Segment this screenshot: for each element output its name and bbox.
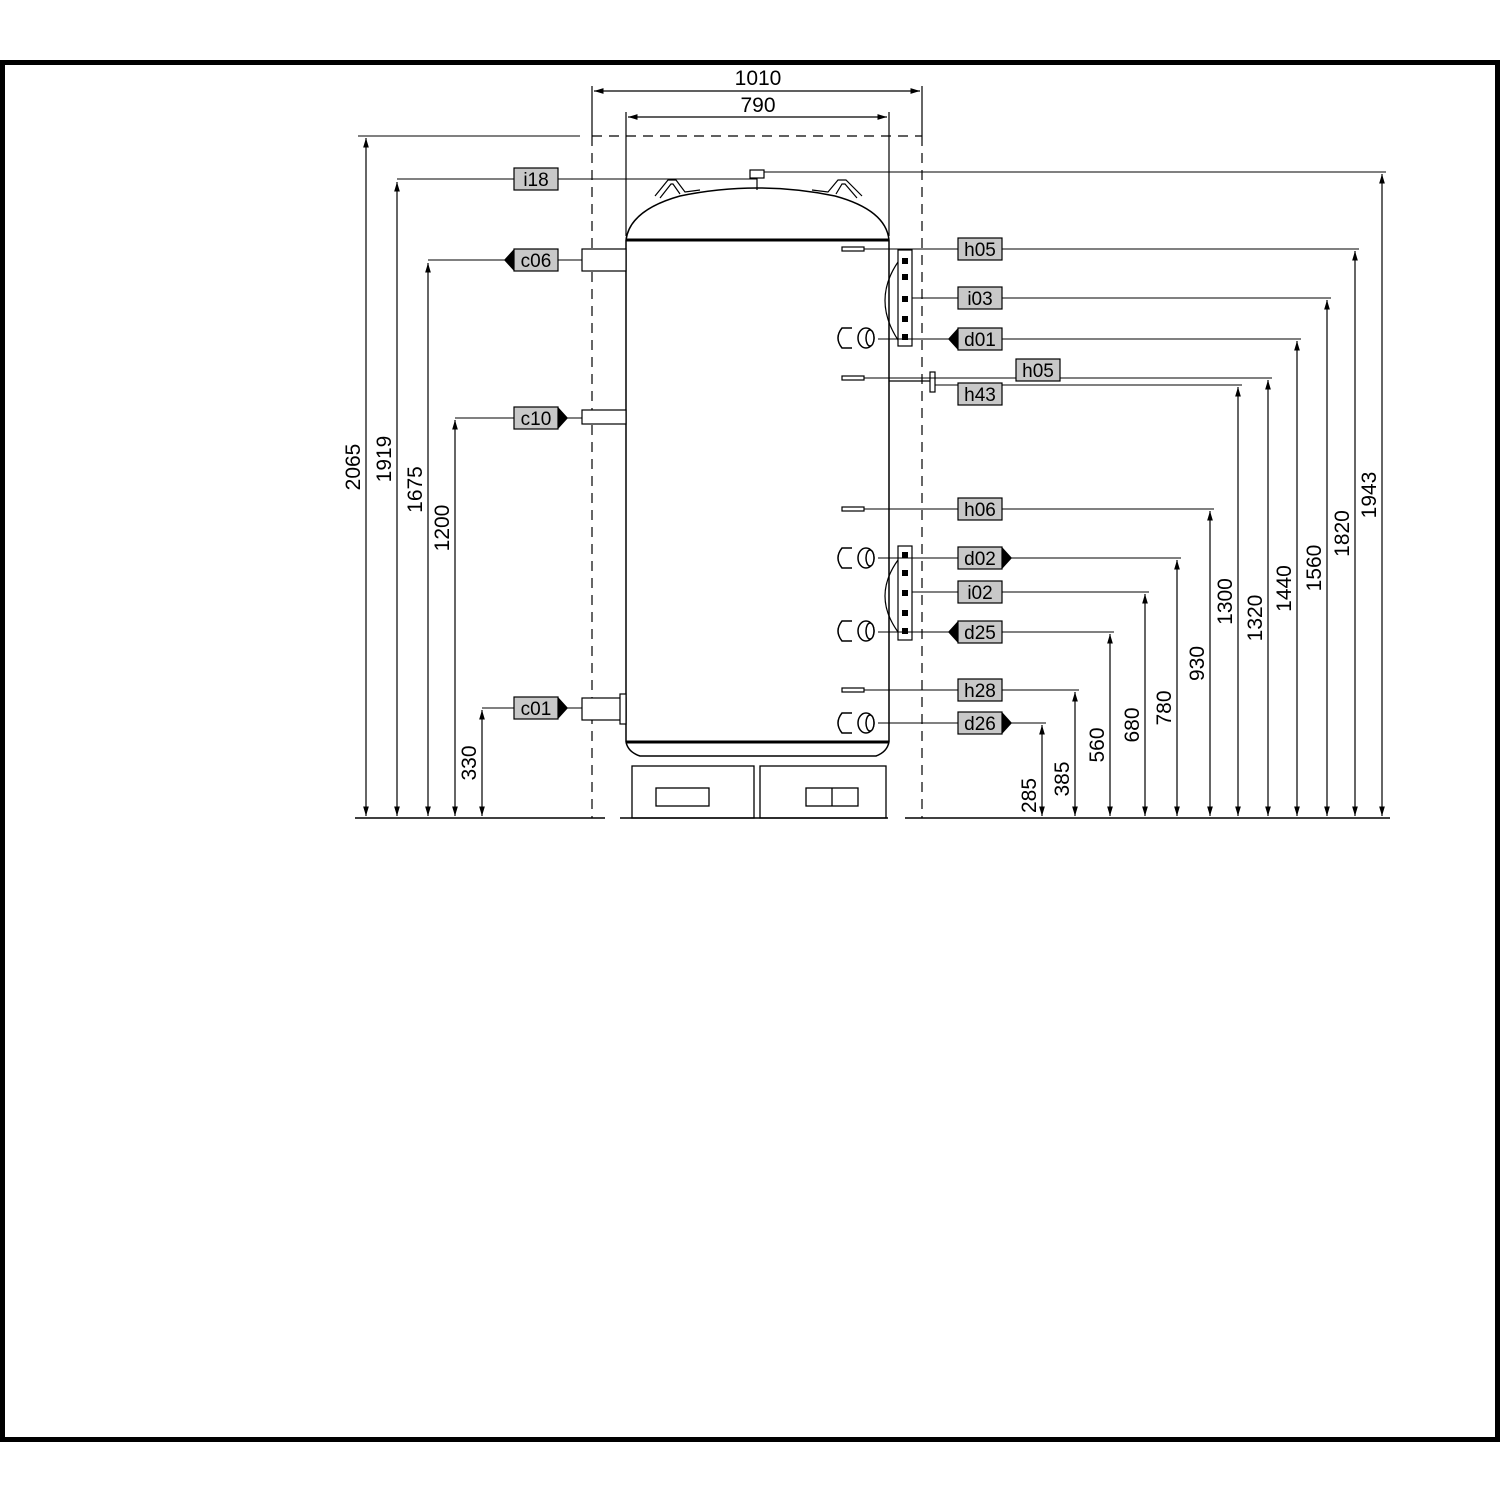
right-tag-label: d01 xyxy=(964,330,996,351)
lifting-lugs xyxy=(654,179,863,199)
right-height-dim: 1300 xyxy=(1214,387,1241,816)
drawing-frame xyxy=(0,60,1500,1442)
right-height-dim: 680 xyxy=(1121,594,1148,816)
exchanger-ports xyxy=(837,327,875,734)
right-height-dim: 1320 xyxy=(1244,380,1271,816)
left-tag-c01: c01 xyxy=(482,696,582,720)
right-height-value: 930 xyxy=(1186,646,1209,681)
left-tag-label: c06 xyxy=(521,251,552,272)
right-height-value: 385 xyxy=(1051,761,1074,796)
right-height-value: 680 xyxy=(1121,707,1144,742)
right-tag-label: h05 xyxy=(1022,361,1054,382)
right-tag-label: h28 xyxy=(964,681,996,702)
right-tag-label: d02 xyxy=(964,549,996,570)
outer-width-value: 1010 xyxy=(735,67,782,90)
left-height-dim: 330 xyxy=(458,710,485,816)
right-tag-label: d26 xyxy=(964,714,996,735)
left-height-value: 1675 xyxy=(404,466,427,513)
width-dimensions xyxy=(591,86,923,236)
left-height-dim: 1200 xyxy=(431,420,458,816)
right-height-dim: 1560 xyxy=(1303,300,1330,816)
right-height-dim: 780 xyxy=(1153,560,1180,816)
right-height-value: 1560 xyxy=(1303,545,1326,592)
left-height-dim: 2065 xyxy=(342,138,369,816)
right-tag-d02: d02 xyxy=(878,546,1181,570)
right-tag-d01: d01 xyxy=(878,327,1301,351)
left-tag-label: i18 xyxy=(523,170,548,191)
right-height-value: 285 xyxy=(1018,778,1041,813)
right-tag-h28: h28 xyxy=(864,678,1079,702)
left-nozzles xyxy=(581,248,627,725)
right-height-value: 1320 xyxy=(1244,595,1267,642)
left-tag-c06: c06 xyxy=(428,248,582,272)
flange-bolts xyxy=(902,258,908,634)
right-tag-label: i02 xyxy=(967,583,992,604)
right-height-value: 1943 xyxy=(1358,472,1381,519)
right-height-value: 1820 xyxy=(1331,510,1354,557)
right-tag-d25: d25 xyxy=(878,620,1114,644)
left-height-value: 1200 xyxy=(431,505,454,552)
left-tag-i18: i18 xyxy=(397,167,757,191)
tank-feet xyxy=(631,765,887,819)
right-height-value: 1300 xyxy=(1214,578,1237,625)
right-height-value: 1440 xyxy=(1273,565,1296,612)
right-tag-h06: h06 xyxy=(864,497,1214,521)
right-tag-label: d25 xyxy=(964,623,996,644)
right-height-dim: 1943 xyxy=(1358,174,1385,816)
left-tag-label: c10 xyxy=(521,409,552,430)
top-fitting-i18 xyxy=(749,169,765,190)
right-height-dim: 1440 xyxy=(1273,341,1300,816)
left-tag-c10: c10 xyxy=(455,406,582,430)
right-height-dim: 385 xyxy=(1051,692,1078,816)
left-height-value: 1919 xyxy=(373,436,396,483)
right-tag-label: h05 xyxy=(964,240,996,261)
left-height-dim: 1675 xyxy=(404,263,431,816)
right-height-value: 780 xyxy=(1153,690,1176,725)
right-tag-i03: i03 xyxy=(912,286,1331,310)
right-height-dim: 1820 xyxy=(1331,251,1358,816)
left-height-value: 2065 xyxy=(342,444,365,491)
right-height-dim: 285 xyxy=(1018,725,1045,816)
right-tag-h43: h43 xyxy=(935,382,1242,406)
inner-width-value: 790 xyxy=(740,94,775,117)
right-height-dim: 930 xyxy=(1186,511,1213,816)
left-tag-label: c01 xyxy=(521,699,552,720)
right-tag-label: h06 xyxy=(964,500,996,521)
tank-body xyxy=(625,187,890,757)
right-tag-d26: d26 xyxy=(878,711,1046,735)
right-tag-label: h43 xyxy=(964,385,996,406)
right-tag-h05: h05 xyxy=(864,237,1359,261)
left-height-dim: 1919 xyxy=(373,182,400,816)
right-height-dim: 560 xyxy=(1086,634,1113,816)
left-height-value: 330 xyxy=(458,745,481,780)
right-tag-i02: i02 xyxy=(912,580,1149,604)
right-tag-label: i03 xyxy=(967,289,992,310)
right-height-value: 560 xyxy=(1086,727,1109,762)
right-tag-h05: h05 xyxy=(864,358,1272,382)
